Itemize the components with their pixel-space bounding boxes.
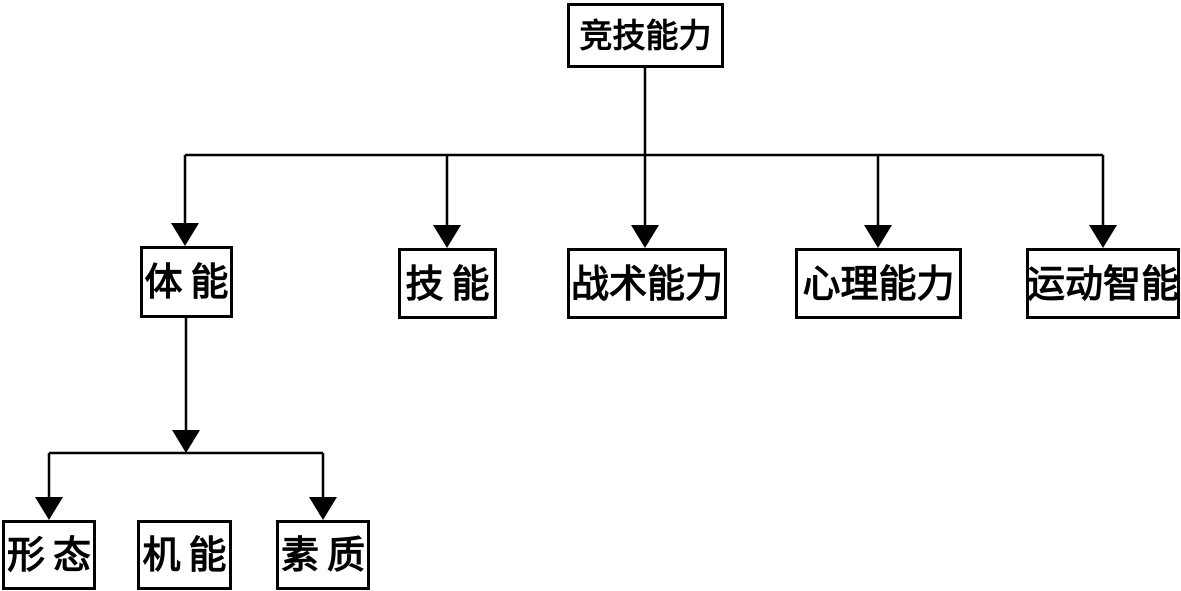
node-morphology: 形态 — [2, 520, 96, 590]
node-quality: 素质 — [276, 520, 370, 590]
node-sports-intelligence: 运动智能 — [1026, 248, 1180, 319]
arrowhead-quality — [309, 497, 337, 520]
node-skill: 技能 — [398, 248, 497, 319]
arrowhead-level2-junction — [172, 430, 200, 453]
arrowhead-tactical-ability — [631, 225, 659, 248]
node-physical-fitness: 体能 — [140, 246, 233, 318]
node-psychological-ability: 心理能力 — [795, 248, 962, 319]
arrowheads — [35, 223, 1117, 520]
arrowhead-morphology — [35, 497, 63, 520]
arrowhead-physical-fitness — [171, 223, 199, 246]
node-function: 机能 — [137, 520, 232, 590]
node-tactical-ability: 战术能力 — [567, 248, 727, 319]
arrowhead-skill — [433, 225, 461, 248]
arrowhead-sports-intelligence — [1089, 225, 1117, 248]
arrowhead-psychological-ability — [864, 225, 892, 248]
node-competitive-ability: 竞技能力 — [567, 3, 724, 68]
